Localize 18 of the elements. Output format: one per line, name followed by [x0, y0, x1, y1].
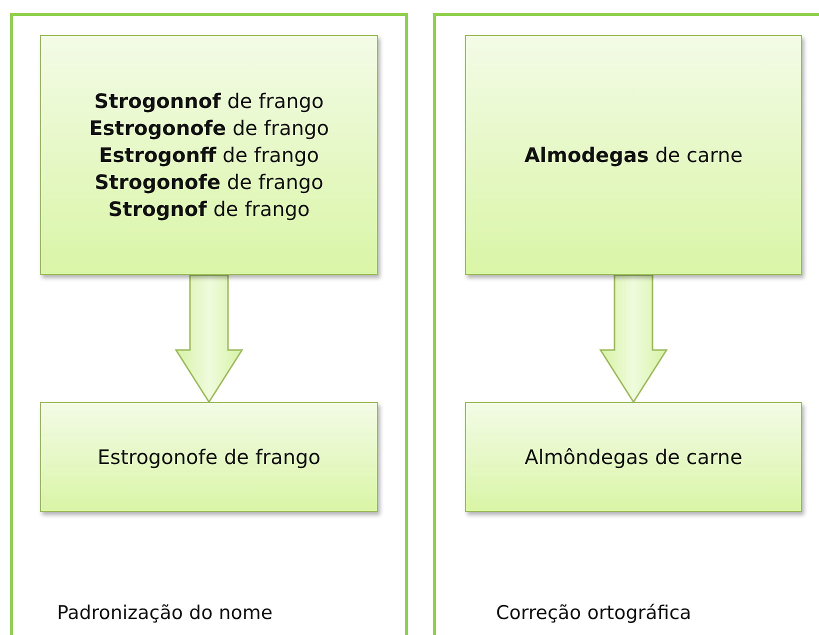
process-box [465, 35, 802, 275]
box-text: Estrogonofe de frango [89, 116, 329, 140]
group-caption: Correção ortográfica [496, 602, 692, 624]
arrow [599, 274, 668, 404]
group-frame [10, 13, 408, 635]
box-text: Strognof de frango [108, 197, 310, 221]
box-text: Estrogonofe de frango [98, 445, 320, 469]
box-text: Strogonnof de frango [94, 89, 324, 113]
group-frame [433, 13, 819, 635]
process-box [40, 402, 378, 512]
box-text: Estrogonff de frango [98, 143, 320, 167]
box-text: Almôndegas de carne [524, 445, 742, 469]
group-caption: Padronização do nome [57, 602, 273, 624]
box-text: Strogonofe de frango [94, 170, 324, 194]
process-box [40, 35, 378, 275]
box-text: Almodegas de carne [524, 143, 743, 167]
process-box [465, 402, 802, 512]
arrow [174, 274, 244, 404]
